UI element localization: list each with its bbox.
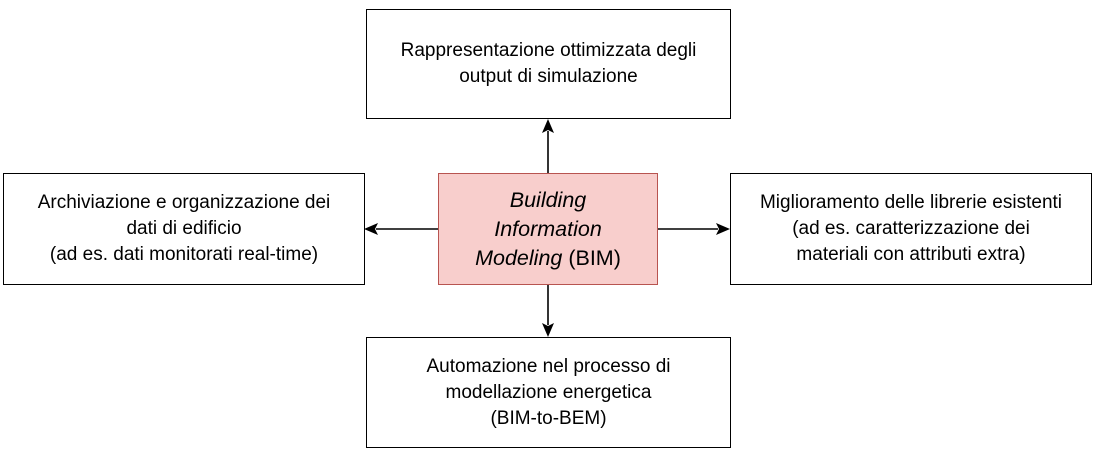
arrowhead-up	[542, 119, 554, 133]
left-box-line-3: (ad es. dati monitorati real-time)	[49, 244, 319, 265]
bottom-box-automation: Automazione nel processo di modellazione…	[366, 337, 731, 448]
bottom-box-line-2: modellazione energetica	[445, 381, 652, 403]
arrowhead-left	[364, 223, 378, 235]
bottom-box-line-1: Automazione nel processo di	[426, 355, 671, 377]
left-box-line-1: Archiviazione e organizzazione dei	[37, 192, 331, 213]
right-box-libraries: Miglioramento delle librerie esistenti (…	[730, 173, 1092, 285]
right-box-line-1: Miglioramento delle librerie esistenti	[759, 192, 1063, 213]
left-box-building-data: Archiviazione e organizzazione dei dati …	[3, 173, 365, 285]
center-box-line-2: Information	[494, 216, 602, 241]
arrowhead-down	[542, 323, 554, 337]
center-box-bim-acronym: (BIM)	[562, 245, 621, 270]
right-box-line-3: materiali con attributi extra)	[796, 244, 1026, 265]
center-box-line-1: Building	[509, 187, 587, 212]
top-box-simulation-output: Rappresentazione ottimizzata degli outpu…	[366, 9, 731, 119]
center-box-modeling: Modeling	[475, 245, 563, 270]
arrowhead-right	[716, 223, 730, 235]
top-box-line-1: Rappresentazione ottimizzata degli	[400, 40, 697, 61]
right-box-line-2: (ad es. caratterizzazione dei	[792, 218, 1030, 239]
center-box-line-3: Modeling (BIM)	[475, 244, 621, 273]
top-box-line-2: output di simulazione	[459, 66, 638, 87]
bottom-box-line-3: (BIM-to-BEM)	[490, 407, 607, 429]
left-box-line-2: dati di edificio	[126, 218, 242, 239]
center-box-bim: Building Information Modeling (BIM)	[438, 173, 658, 285]
